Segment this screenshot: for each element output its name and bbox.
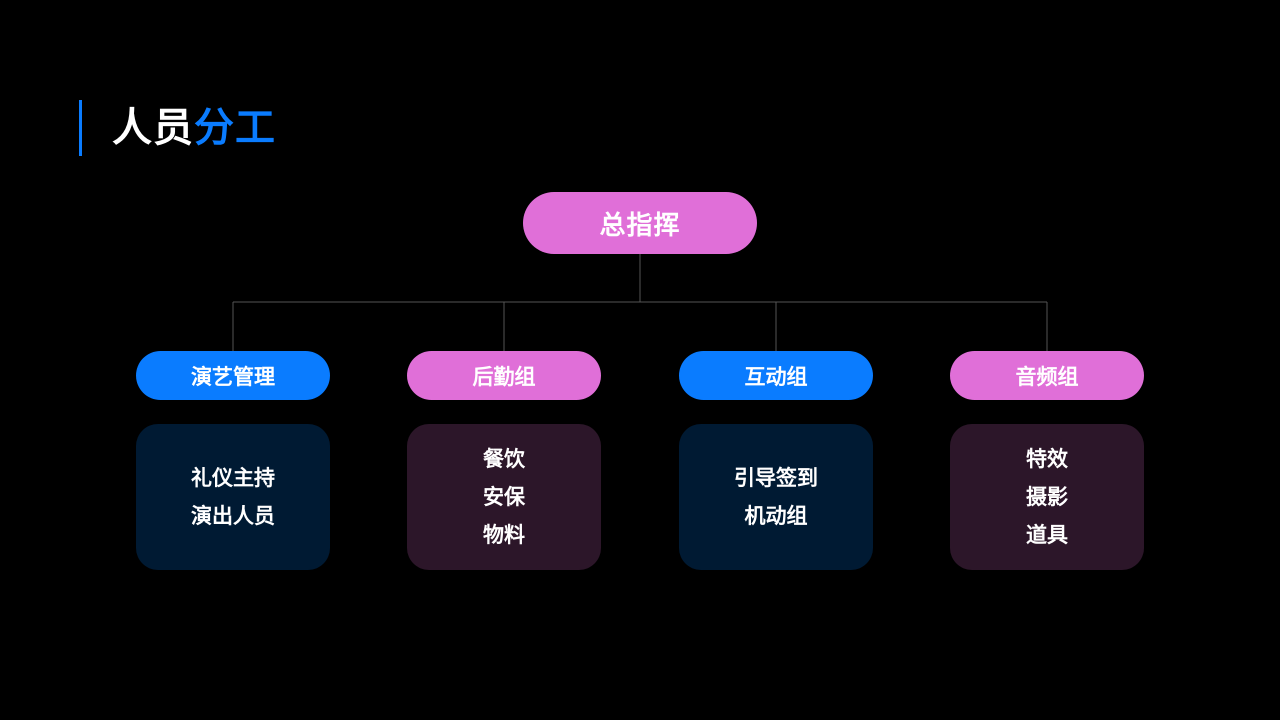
group-item: 物料 [483,523,525,547]
group-box-logistics: 餐饮 安保 物料 [407,424,601,570]
group-box-audio: 特效 摄影 道具 [950,424,1144,570]
group-head-interaction: 互动组 [679,351,873,400]
group-head-logistics: 后勤组 [407,351,601,400]
group-box-interaction: 引导签到 机动组 [679,424,873,570]
group-head-performance: 演艺管理 [136,351,330,400]
group-item: 机动组 [744,504,808,528]
root-node-label: 总指挥 [599,210,681,241]
group-head-label: 演艺管理 [191,364,275,389]
page-title: 人员分工 [112,100,276,156]
group-head-audio: 音频组 [950,351,1144,400]
group-item: 安保 [483,485,525,509]
root-node-commander: 总指挥 [523,192,757,254]
group-item: 道具 [1026,523,1068,547]
page-title-part1: 人员 [112,105,194,151]
group-box-performance: 礼仪主持 演出人员 [136,424,330,570]
group-item: 引导签到 [734,466,818,490]
group-item: 演出人员 [191,504,275,528]
group-item: 餐饮 [483,447,525,471]
group-item: 摄影 [1026,485,1068,509]
group-head-label: 音频组 [1015,364,1079,389]
title-accent-bar [79,100,82,156]
group-item: 特效 [1026,447,1068,471]
group-head-label: 互动组 [744,364,808,389]
page-title-part2: 分工 [194,105,276,151]
group-head-label: 后勤组 [472,364,536,389]
group-item: 礼仪主持 [191,466,275,490]
